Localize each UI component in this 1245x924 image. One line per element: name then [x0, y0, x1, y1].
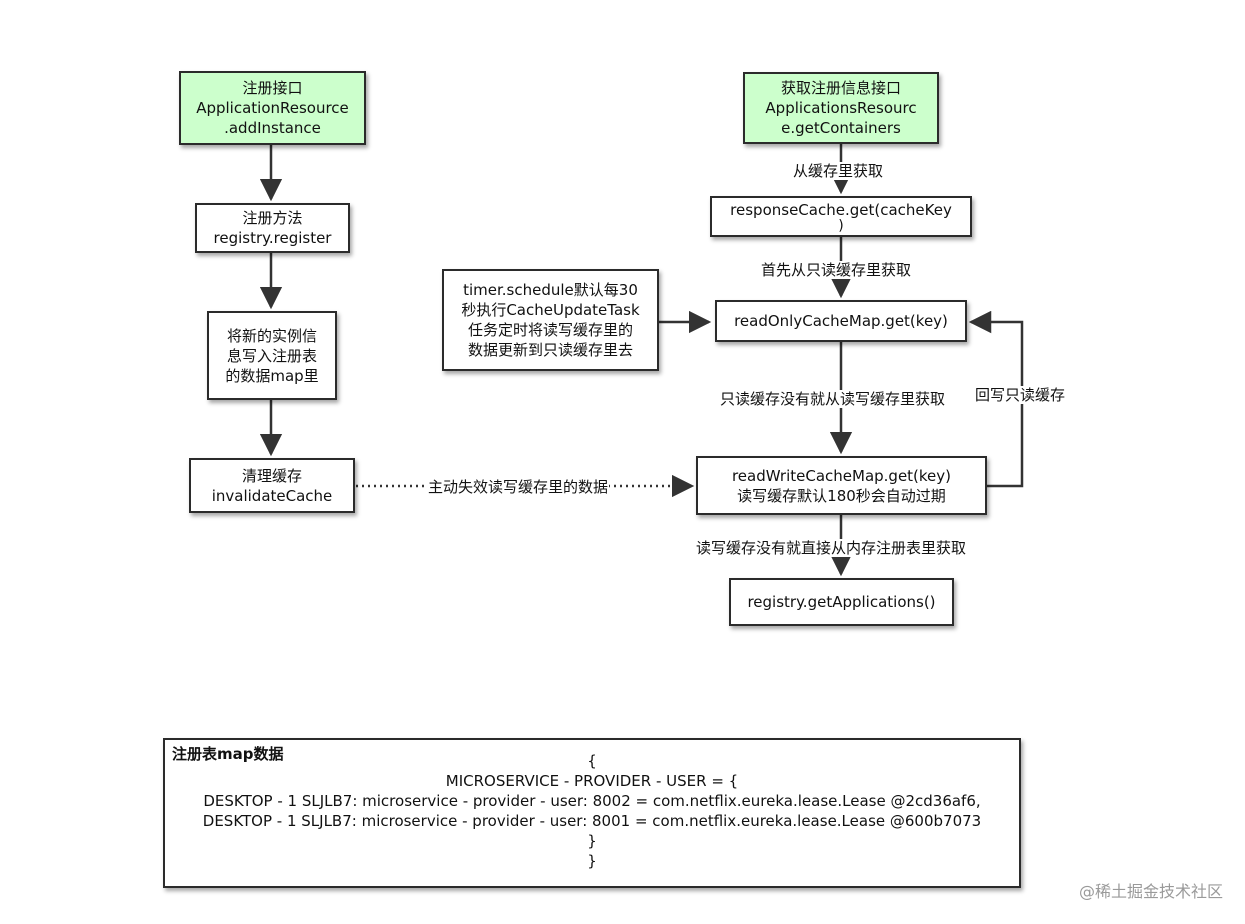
node-line: 秒执行CacheUpdateTask — [461, 301, 640, 319]
register-method-node: 注册方法 registry.register — [195, 203, 350, 253]
invalidate-cache-node: 清理缓存 invalidateCache — [189, 458, 355, 513]
node-line: 读写缓存默认180秒会自动过期 — [737, 486, 946, 505]
registry-map-line: } — [587, 852, 597, 870]
edge-label-readwrite-miss: 读写缓存没有就直接从内存注册表里获取 — [695, 539, 968, 557]
response-cache-node: responseCache.get(cacheKey ) — [710, 196, 972, 237]
registry-map-box: 注册表map数据 { MICROSERVICE - PROVIDER - USE… — [163, 738, 1021, 888]
edge-label-write-back: 回写只读缓存 — [974, 386, 1067, 404]
node-line: ) — [838, 217, 844, 234]
registry-map-title: 注册表map数据 — [172, 745, 284, 763]
node-line: ApplicationsResourc — [765, 99, 917, 117]
edge-label-readonly-first: 首先从只读缓存里获取 — [760, 261, 913, 279]
node-line: invalidateCache — [211, 486, 333, 505]
get-applications-node: registry.getApplications() — [729, 578, 954, 626]
node-line: 息写入注册表 — [226, 346, 317, 365]
registry-map-line: } — [587, 832, 597, 850]
node-line: readWriteCacheMap.get(key) — [731, 466, 952, 485]
edge-label-invalidate: 主动失效读写缓存里的数据 — [427, 478, 610, 496]
node-line: 的数据map里 — [225, 366, 319, 385]
node-line: 任务定时将读写缓存里的 — [467, 321, 633, 339]
node-line: 将新的实例信 — [226, 326, 317, 345]
node-line: e.getContainers — [781, 119, 901, 137]
edge-label-from-cache: 从缓存里获取 — [792, 162, 885, 180]
node-line: responseCache.get(cacheKey — [730, 200, 952, 219]
register-api-node: 注册接口 ApplicationResource .addInstance — [179, 71, 366, 145]
node-line: 注册接口 — [242, 79, 303, 97]
registry-map-line: DESKTOP - 1 SLJLB7: microservice - provi… — [203, 792, 981, 810]
watermark: @稀土掘金技术社区 — [1078, 882, 1223, 901]
timer-task-node: timer.schedule默认每30 秒执行CacheUpdateTask 任… — [442, 269, 659, 371]
registry-map-content: { MICROSERVICE - PROVIDER - USER = { DES… — [165, 751, 1019, 871]
write-registry-node: 将新的实例信 息写入注册表 的数据map里 — [207, 311, 337, 400]
node-line: ApplicationResource — [196, 99, 349, 117]
readonly-cache-node: readOnlyCacheMap.get(key) — [715, 300, 967, 342]
registry-map-line: MICROSERVICE - PROVIDER - USER = { — [445, 772, 739, 790]
readwrite-cache-node: readWriteCacheMap.get(key) 读写缓存默认180秒会自动… — [696, 456, 987, 515]
node-line: registry.register — [213, 229, 332, 247]
node-line: registry.getApplications() — [747, 593, 936, 611]
node-line: readOnlyCacheMap.get(key) — [734, 312, 948, 330]
node-line: 注册方法 — [242, 209, 303, 227]
node-line: timer.schedule默认每30 — [463, 281, 638, 299]
edge-label-readonly-miss: 只读缓存没有就从读写缓存里获取 — [719, 390, 947, 408]
registry-map-line: { — [587, 752, 597, 770]
node-line: 获取注册信息接口 — [780, 79, 901, 97]
node-line: 数据更新到只读缓存里去 — [467, 341, 633, 359]
arrow-readwrite-write-back-to-readonly — [968, 310, 1024, 488]
registry-map-line: DESKTOP - 1 SLJLB7: microservice - provi… — [202, 812, 982, 830]
node-line: 清理缓存 — [241, 466, 302, 485]
get-registry-api-node: 获取注册信息接口 ApplicationsResourc e.getContai… — [743, 72, 939, 144]
node-line: .addInstance — [224, 119, 321, 137]
